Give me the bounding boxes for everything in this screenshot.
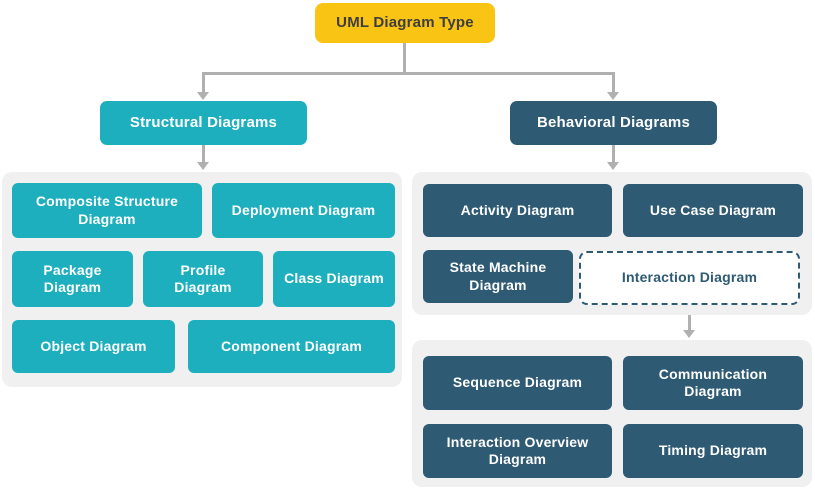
connector-behavioral-drop xyxy=(612,72,615,93)
node-uml-diagram-type: UML Diagram Type xyxy=(315,3,495,43)
branch-behavioral-diagrams: Behavioral Diagrams xyxy=(510,101,717,145)
node-interaction-diagram: Interaction Diagram xyxy=(579,251,800,305)
node-timing-diagram: Timing Diagram xyxy=(623,424,803,478)
node-composite-structure-diagram: Composite Structure Diagram xyxy=(12,183,202,238)
connector-structural-group-drop xyxy=(202,145,205,163)
connector-branch-horizontal xyxy=(202,72,615,75)
node-use-case-diagram: Use Case Diagram xyxy=(623,184,803,237)
connector-root-stem xyxy=(403,43,406,74)
node-class-diagram: Class Diagram xyxy=(273,251,395,307)
connector-behavioral-group-drop xyxy=(612,145,615,163)
node-object-diagram: Object Diagram xyxy=(12,320,175,373)
arrowhead-structural-group xyxy=(197,162,209,170)
connector-interaction-group-drop xyxy=(688,306,691,331)
node-component-diagram: Component Diagram xyxy=(188,320,395,373)
arrowhead-behavioral xyxy=(607,92,619,100)
node-profile-diagram: Profile Diagram xyxy=(143,251,263,307)
node-package-diagram: Package Diagram xyxy=(12,251,133,307)
node-deployment-diagram: Deployment Diagram xyxy=(212,183,395,238)
arrowhead-interaction-group xyxy=(683,330,695,338)
branch-structural-diagrams: Structural Diagrams xyxy=(100,101,307,145)
arrowhead-behavioral-group xyxy=(607,162,619,170)
node-state-machine-diagram: State Machine Diagram xyxy=(423,250,573,303)
node-sequence-diagram: Sequence Diagram xyxy=(423,356,612,410)
node-activity-diagram: Activity Diagram xyxy=(423,184,612,237)
arrowhead-structural xyxy=(197,92,209,100)
connector-structural-drop xyxy=(202,72,205,93)
node-communication-diagram: Communication Diagram xyxy=(623,356,803,410)
node-interaction-overview-diagram: Interaction Overview Diagram xyxy=(423,424,612,478)
